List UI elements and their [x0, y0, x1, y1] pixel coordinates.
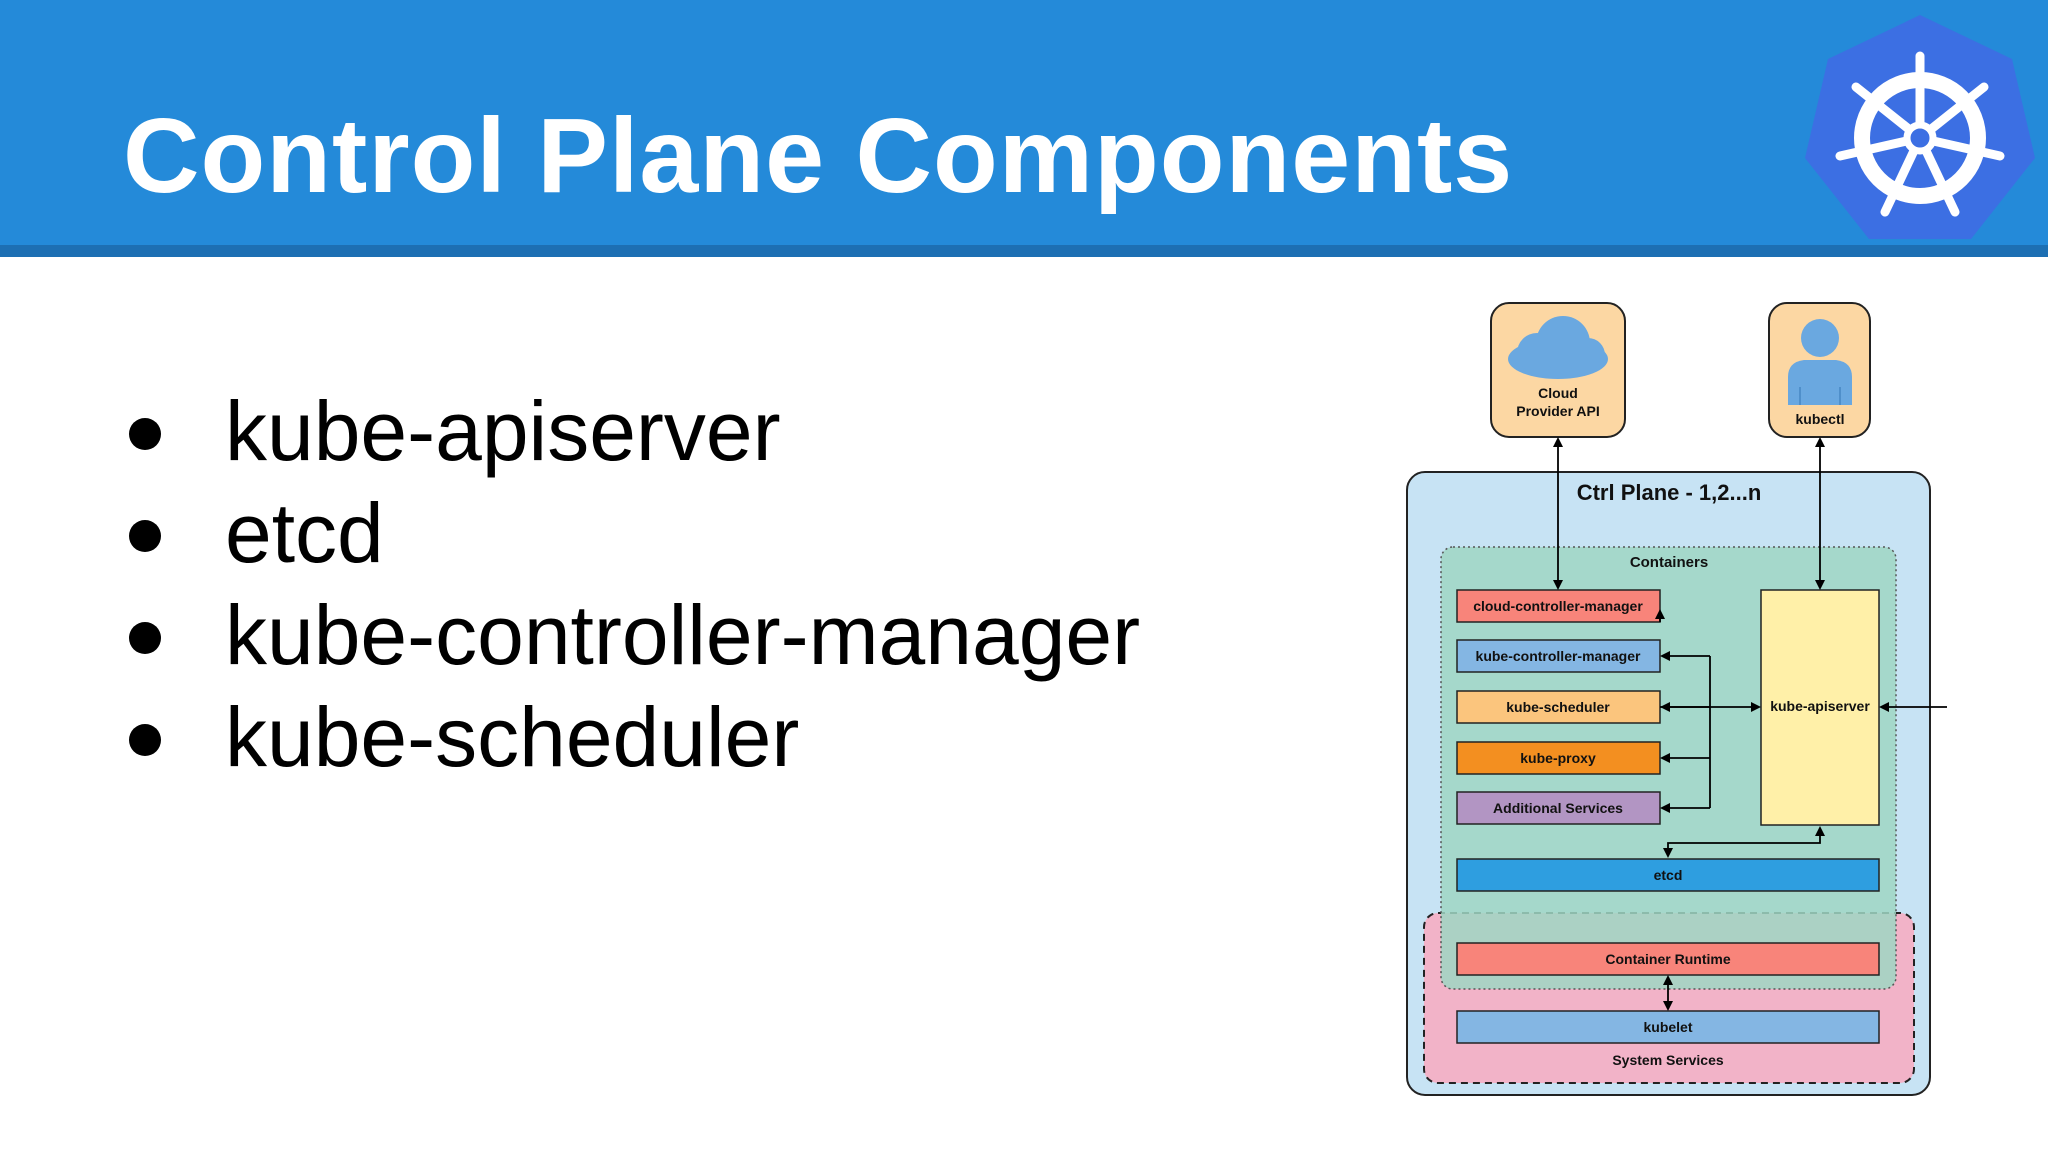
bullet-kube-controller-manager: kube-controller-manager [125, 584, 1140, 686]
bullet-list: kube-apiserver etcd kube-controller-mana… [125, 380, 1140, 788]
bullet-dot [129, 724, 161, 756]
kube-proxy-label: kube-proxy [1520, 750, 1596, 766]
bullet-text: kube-controller-manager [225, 588, 1141, 682]
kubelet-box [1456, 1010, 1880, 1044]
additional-services-box [1456, 791, 1661, 825]
etcd-label: etcd [1654, 867, 1683, 883]
containers-title: Containers [1630, 554, 1708, 571]
bullet-kube-apiserver: kube-apiserver [125, 380, 1140, 482]
kube-apiserver-label: kube-apiserver [1770, 698, 1870, 714]
bullet-text: kube-scheduler [225, 690, 800, 784]
bullet-text: etcd [225, 486, 384, 580]
bullet-dot [129, 622, 161, 654]
bullet-etcd: etcd [125, 482, 1140, 584]
kube-proxy-box [1456, 741, 1661, 775]
cloud-provider-label-line2: Provider API [1516, 403, 1600, 419]
title-bar-rule [0, 245, 2048, 257]
additional-services-label: Additional Services [1493, 800, 1623, 816]
control-plane-diagram: Ctrl Plane - 1,2...n Containers cloud-co… [1406, 302, 1947, 1096]
bullet-dot [129, 520, 161, 552]
bullet-dot [129, 418, 161, 450]
kubectl-label: kubectl [1795, 411, 1844, 427]
user-icon [1788, 319, 1852, 405]
system-services-title: System Services [1612, 1052, 1724, 1068]
cloud-provider-label-line1: Cloud [1538, 385, 1578, 401]
kube-controller-manager-label: kube-controller-manager [1476, 648, 1641, 664]
bullet-text: kube-apiserver [225, 384, 781, 478]
cloud-controller-manager-box [1456, 589, 1661, 623]
kube-scheduler-box [1456, 690, 1661, 724]
bullet-kube-scheduler: kube-scheduler [125, 686, 1140, 788]
container-runtime-label: Container Runtime [1605, 951, 1730, 967]
kubelet-label: kubelet [1643, 1019, 1692, 1035]
cloud-icon [1508, 316, 1608, 379]
cloud-controller-manager-label: cloud-controller-manager [1473, 598, 1643, 614]
diagram-connectors [1553, 437, 1947, 1011]
kubernetes-logo-icon [1805, 15, 2035, 239]
page-title: Control Plane Components [123, 97, 1514, 215]
kube-scheduler-label: kube-scheduler [1506, 699, 1610, 715]
kube-controller-manager-box [1456, 639, 1661, 673]
ctrl-plane-title: Ctrl Plane - 1,2...n [1577, 480, 1762, 505]
title-bar [0, 0, 2048, 245]
etcd-box [1456, 858, 1880, 892]
